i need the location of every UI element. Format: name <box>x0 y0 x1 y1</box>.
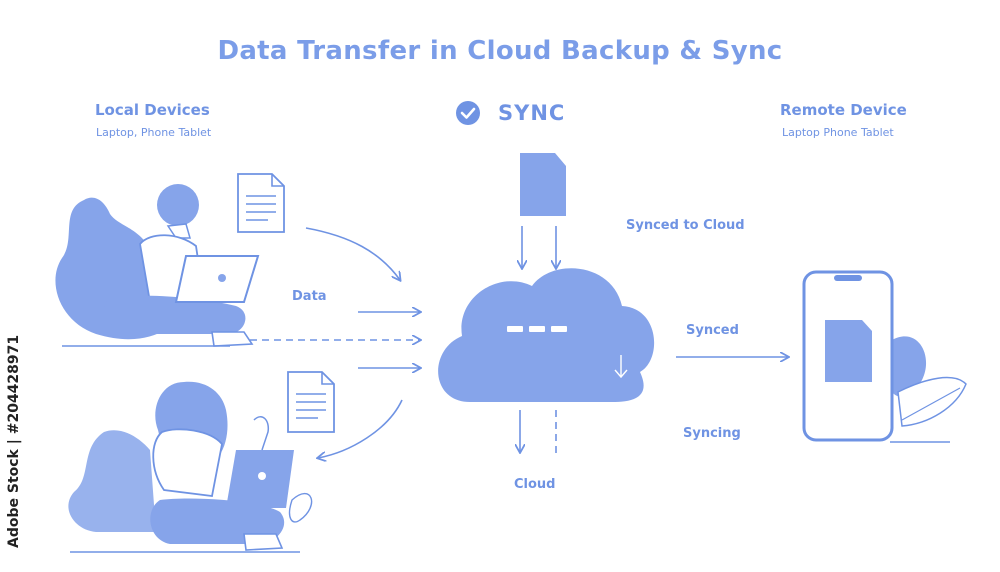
document-icon-lower <box>287 371 335 433</box>
synced-label: Synced <box>686 323 739 338</box>
syncing-label: Syncing <box>683 426 741 441</box>
arrow-curved-to-cloud <box>305 227 400 280</box>
local-devices-heading: Local Devices <box>95 101 210 119</box>
check-circle-icon <box>456 101 480 125</box>
local-devices-subtitle: Laptop, Phone Tablet <box>96 126 212 139</box>
remote-device-subtitle: Laptop Phone Tablet <box>782 126 894 139</box>
remote-device-heading: Remote Device <box>780 101 907 119</box>
document-icon-upper <box>237 173 285 233</box>
cloud-icon <box>438 268 655 402</box>
phone-icon <box>802 270 967 443</box>
sync-label: SYNC <box>498 101 566 125</box>
person-with-laptop-lower <box>68 381 313 553</box>
person-with-laptop-upper <box>55 184 260 347</box>
diagram-title: Data Transfer in Cloud Backup & Sync <box>217 36 783 66</box>
synced-to-cloud-label: Synced to Cloud <box>626 218 745 233</box>
data-label: Data <box>292 289 327 304</box>
cloud-label: Cloud <box>514 477 556 492</box>
file-icon-top <box>520 153 566 216</box>
arrow-curved-to-laptop <box>318 399 403 458</box>
